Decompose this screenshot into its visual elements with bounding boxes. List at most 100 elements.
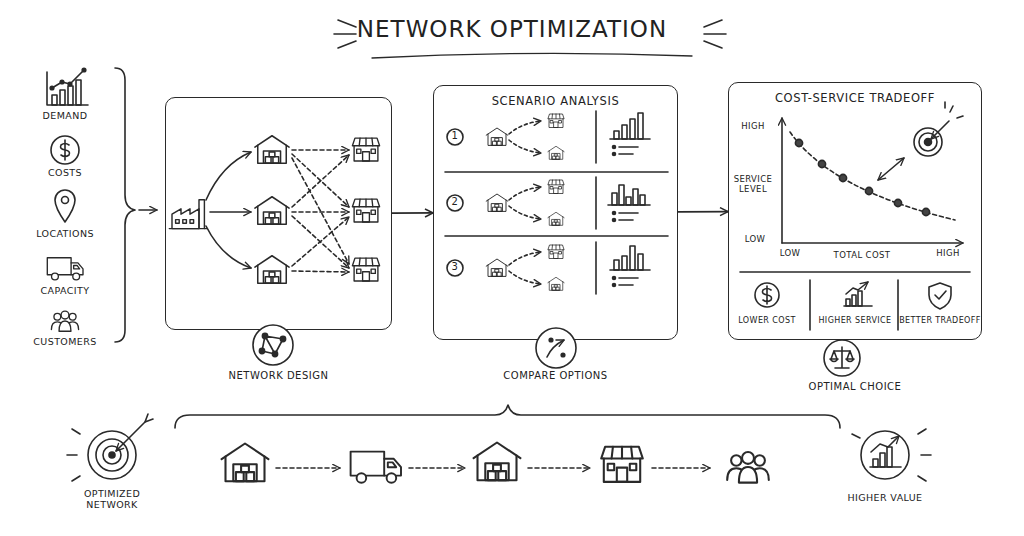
scenario-illustration <box>638 254 643 270</box>
scenario-illustration <box>447 260 463 276</box>
scenario-illustration <box>619 212 638 214</box>
input-label: DEMAND <box>25 110 105 121</box>
axis-label: HIGH <box>928 248 968 258</box>
network-badge <box>253 325 293 365</box>
scenario-illustration <box>509 252 541 265</box>
optimized-target <box>67 429 80 481</box>
value-badge <box>852 429 931 481</box>
demand-icon <box>47 72 88 105</box>
demand-icon <box>52 95 57 105</box>
network-illustration <box>255 197 289 225</box>
network-illustration <box>352 199 379 222</box>
network-illustration <box>292 271 349 272</box>
tradeoff-chart <box>781 118 783 243</box>
demand-icon <box>50 86 54 90</box>
value-badge <box>887 447 892 467</box>
network-illustration <box>292 149 349 151</box>
compare-badge <box>536 328 576 368</box>
title-decoration <box>334 20 356 48</box>
axis-label: LOW <box>735 234 775 244</box>
scenario-illustration <box>619 185 624 205</box>
scenario-illustration <box>619 219 633 221</box>
scenario-illustration <box>613 284 616 287</box>
network-illustration <box>292 217 349 266</box>
scenario-illustration <box>548 146 564 159</box>
scenario-illustration <box>486 128 508 145</box>
tradeoff-chart <box>865 187 872 194</box>
scenario-illustration <box>613 146 616 149</box>
delivery-flow <box>601 447 643 482</box>
value-badge <box>873 459 878 467</box>
scenario-illustration <box>619 146 638 148</box>
scenario-illustration <box>626 197 631 205</box>
panel-heading: SCENARIO ANALYSIS <box>394 95 717 109</box>
scenario-illustration <box>486 259 508 276</box>
compare-badge <box>549 338 553 342</box>
tradeoff-chart <box>740 271 970 273</box>
scenario-illustration <box>630 246 635 270</box>
scenario-illustration <box>619 284 633 286</box>
demand-icon <box>68 86 73 105</box>
scenario-illustration <box>595 111 597 163</box>
network-illustration <box>210 211 251 213</box>
panel-heading: COST-SERVICE TRADEOFF <box>689 92 1021 106</box>
scenario-illustration <box>633 189 638 205</box>
scenario-illustration <box>614 260 619 270</box>
network-badge <box>253 325 293 365</box>
delivery-flow <box>528 467 590 469</box>
bottom-brace <box>175 405 840 428</box>
demand-icon <box>76 80 81 105</box>
delivery-flow <box>409 467 465 469</box>
optimized-target <box>116 422 145 451</box>
delivery-flow <box>351 452 401 483</box>
cost-icon <box>51 136 79 164</box>
delivery-flow <box>222 444 269 482</box>
delivery-flow <box>727 452 769 483</box>
scenario-illustration <box>613 153 616 156</box>
truck-icon <box>47 258 83 280</box>
scenario-illustration <box>595 242 597 294</box>
axis-label: HIGH <box>733 121 773 131</box>
network-illustration <box>169 136 379 284</box>
icon-label: HIGHER VALUE <box>830 492 940 503</box>
network-illustration <box>292 150 349 272</box>
scenario-illustration <box>619 277 638 279</box>
benefit-label: HIGHER SERVICE <box>810 316 900 326</box>
tradeoff-chart <box>846 299 850 306</box>
tradeoff-chart <box>846 282 868 294</box>
scenario-illustration <box>447 129 463 145</box>
tradeoff-chart <box>894 199 901 206</box>
scenario-illustration <box>612 193 617 205</box>
cost-icon <box>61 140 70 160</box>
scenario-illustration <box>548 212 564 225</box>
network-illustration <box>292 155 349 207</box>
scenario-illustration <box>445 111 668 294</box>
flow-arrow <box>392 212 433 214</box>
compare-badge <box>561 353 565 357</box>
network-illustration <box>255 256 289 284</box>
scenario-illustration <box>486 194 508 211</box>
network-illustration <box>352 258 379 281</box>
scenario-illustration <box>548 245 564 259</box>
tradeoff-chart <box>945 102 963 118</box>
compare-badge <box>547 340 564 357</box>
scenario-illustration <box>509 140 541 153</box>
input-label: COSTS <box>25 167 105 178</box>
input-label: LOCATIONS <box>25 228 105 239</box>
scenario-illustration <box>548 180 564 194</box>
scenario-illustration <box>548 114 564 128</box>
network-badge <box>262 333 267 338</box>
tradeoff-chart <box>878 158 904 180</box>
tradeoff-chart <box>795 139 802 146</box>
tradeoff-chart <box>763 286 772 304</box>
location-icon <box>55 190 75 222</box>
benefit-label: LOWER COST <box>725 316 809 326</box>
scales-badge <box>824 340 860 376</box>
network-illustration <box>352 138 379 161</box>
axis-label: LOW <box>770 248 810 258</box>
scales-badge <box>846 351 854 362</box>
network-illustration <box>292 211 349 213</box>
tradeoff-chart <box>810 280 898 330</box>
